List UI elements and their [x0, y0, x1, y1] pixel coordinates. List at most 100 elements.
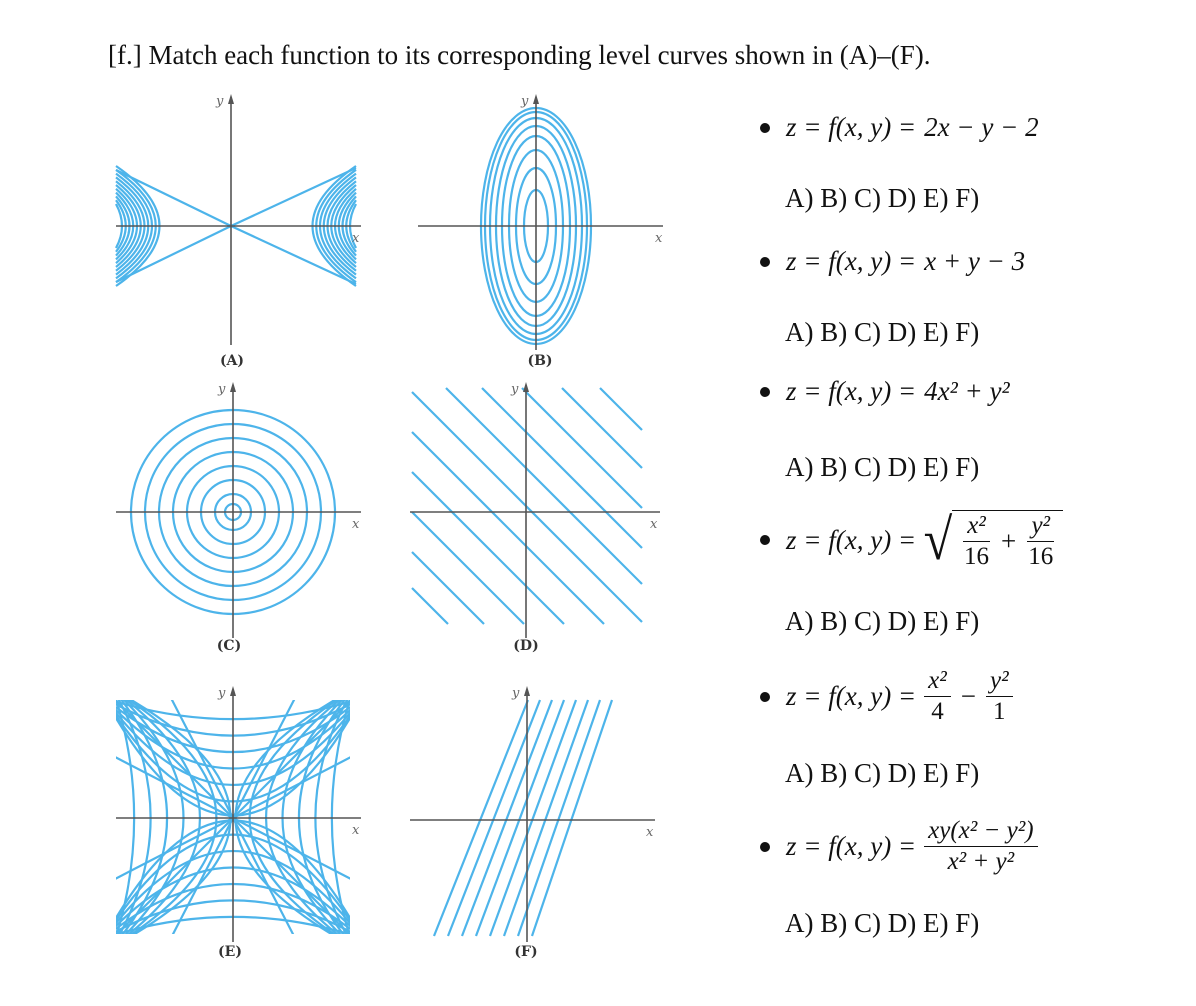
- problem-title: [f.] Match each function to its correspo…: [108, 40, 931, 70]
- plot-d-y-label: y: [510, 382, 519, 397]
- plot-a-x-label: x: [352, 231, 360, 246]
- fraction-numerator: x²: [963, 512, 990, 543]
- bullet-icon: [760, 841, 770, 852]
- plot-f-x-label: x: [646, 825, 654, 840]
- level-line: [561, 387, 643, 469]
- fraction-numerator: xy(x² − y²): [924, 817, 1038, 848]
- function-6: z = f(x, y) = xy(x² − y²) x² + y²: [760, 817, 1042, 876]
- plot-e-x-label: x: [352, 823, 360, 838]
- plot-c-svg: y x: [116, 382, 361, 638]
- level-line: [411, 431, 605, 625]
- plot-b-svg: y x: [418, 94, 663, 350]
- fraction-numerator: y²: [1027, 512, 1055, 543]
- plot-f-svg: y x: [410, 686, 655, 942]
- level-line: [411, 551, 485, 625]
- level-line: [230, 225, 357, 285]
- operator: −: [960, 681, 976, 712]
- fraction-denominator: 4: [931, 698, 944, 726]
- function-3-lhs: z = f(x, y) =: [786, 376, 917, 406]
- level-line: [502, 699, 590, 937]
- plot-a-svg: y x: [115, 94, 361, 345]
- level-line: [445, 387, 643, 585]
- bullet-icon: [760, 535, 770, 546]
- fraction: x² 16: [960, 512, 993, 571]
- level-line: [411, 391, 643, 623]
- level-line: [115, 225, 232, 283]
- sqrt-icon: √: [923, 507, 953, 573]
- plot-d-x-label: x: [650, 517, 658, 532]
- fraction-numerator: y²: [985, 667, 1013, 698]
- level-line: [411, 587, 449, 625]
- fraction-denominator: 16: [964, 543, 989, 571]
- plot-a: y x: [115, 94, 366, 345]
- function-5: z = f(x, y) = x² 4 − y² 1: [760, 667, 1017, 726]
- options-3[interactable]: A) B) C) D) E) F): [785, 452, 980, 482]
- level-line: [488, 699, 578, 937]
- function-6-lhs: z = f(x, y) =: [786, 831, 917, 862]
- level-line: [481, 387, 643, 549]
- bullet-icon: [760, 691, 770, 702]
- level-line: [411, 511, 525, 625]
- function-2-lhs: z = f(x, y) =: [786, 246, 917, 276]
- level-line: [474, 699, 566, 937]
- plot-f-y-label: y: [511, 686, 520, 701]
- plot-c-x-label: x: [352, 517, 360, 532]
- function-3-rhs: 4x² + y²: [924, 376, 1010, 406]
- level-line: [516, 699, 602, 937]
- fraction: y² 16: [1024, 512, 1057, 571]
- level-line: [599, 387, 643, 431]
- plot-d-svg: y x: [410, 382, 660, 638]
- function-2: z = f(x, y) = x + y − 3: [760, 246, 1025, 277]
- plot-b-label: (B): [527, 353, 553, 369]
- plot-e-label: (E): [218, 944, 242, 960]
- plot-e-svg: y x: [116, 686, 361, 942]
- level-line: [530, 699, 614, 937]
- plot-d: y x: [410, 382, 660, 638]
- plot-a-y-label: y: [215, 94, 224, 109]
- fraction: xy(x² − y²) x² + y²: [924, 817, 1038, 876]
- plot-b: y x: [418, 94, 668, 350]
- level-line: [446, 699, 542, 937]
- plot-b-x-label: x: [655, 231, 663, 246]
- fraction-denominator: x² + y²: [947, 848, 1015, 876]
- plot-d-label: (D): [513, 638, 539, 654]
- function-1-lhs: z = f(x, y) =: [786, 112, 917, 142]
- function-3: z = f(x, y) = 4x² + y²: [760, 376, 1010, 407]
- options-4[interactable]: A) B) C) D) E) F): [785, 606, 980, 636]
- bullet-icon: [760, 122, 770, 133]
- plot-c: y x: [116, 382, 366, 638]
- plot-a-label: (A): [219, 353, 245, 369]
- bullet-icon: [760, 386, 770, 397]
- level-line: [115, 169, 232, 227]
- level-line: [230, 167, 357, 227]
- options-2[interactable]: A) B) C) D) E) F): [785, 317, 980, 347]
- fraction-denominator: 16: [1028, 543, 1054, 571]
- fraction-numerator: x²: [924, 667, 951, 698]
- function-5-lhs: z = f(x, y) =: [786, 681, 917, 712]
- plot-f: y x: [410, 686, 660, 942]
- plot-b-y-label: y: [520, 94, 529, 109]
- level-line: [521, 387, 643, 509]
- plot-e-y-label: y: [217, 686, 226, 701]
- level-line: [411, 471, 565, 625]
- options-5[interactable]: A) B) C) D) E) F): [785, 758, 980, 788]
- plot-f-label: (F): [514, 944, 538, 960]
- plot-c-y-label: y: [217, 382, 226, 397]
- options-1[interactable]: A) B) C) D) E) F): [785, 183, 980, 213]
- fraction: y² 1: [985, 667, 1013, 726]
- fraction-denominator: 1: [993, 698, 1006, 726]
- function-1-rhs: 2x − y − 2: [924, 112, 1039, 142]
- options-6[interactable]: A) B) C) D) E) F): [785, 908, 980, 938]
- level-line: [460, 699, 554, 937]
- function-4: z = f(x, y) = √ x² 16 + y² 16: [760, 507, 1064, 573]
- operator: +: [1001, 526, 1017, 557]
- plot-c-label: (C): [216, 638, 242, 654]
- plot-e: y x: [116, 686, 366, 942]
- sqrt-expression: √ x² 16 + y² 16: [922, 507, 1064, 573]
- function-2-rhs: x + y − 3: [924, 246, 1026, 276]
- bullet-icon: [760, 256, 770, 267]
- function-1: z = f(x, y) = 2x − y − 2: [760, 112, 1039, 143]
- level-line: [432, 699, 530, 937]
- function-4-lhs: z = f(x, y) =: [786, 524, 917, 555]
- fraction: x² 4: [924, 667, 951, 726]
